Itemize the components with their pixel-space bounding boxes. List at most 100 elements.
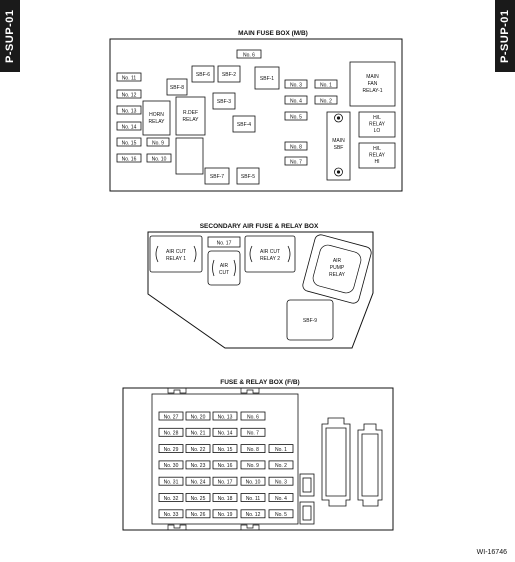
svg-text:SBF: SBF <box>334 145 344 151</box>
fuse-4: No. 4 <box>268 493 294 502</box>
svg-text:No. 2: No. 2 <box>275 463 287 469</box>
svg-text:CUT: CUT <box>219 270 229 276</box>
svg-text:No. 10: No. 10 <box>152 156 167 162</box>
svg-text:No. 11: No. 11 <box>246 496 261 502</box>
svg-text:No. 29: No. 29 <box>164 447 179 453</box>
connector-tabs <box>167 388 260 530</box>
fuse-14: No. 14 <box>212 427 238 437</box>
fuse-sbf9: SBF-9 <box>286 299 334 341</box>
svg-text:No. 13: No. 13 <box>122 108 137 114</box>
svg-text:SBF-8: SBF-8 <box>170 85 184 91</box>
fuse-22: No. 22 <box>185 444 211 454</box>
svg-text:AIR CUT: AIR CUT <box>166 249 186 255</box>
rdef-relay: R.DEF RELAY <box>175 96 206 136</box>
svg-text:No. 19: No. 19 <box>218 512 233 518</box>
fuse-16: No. 16 <box>212 460 238 470</box>
fuse-13: No. 13 <box>212 411 238 421</box>
fuse-n2: No. 2 <box>314 95 338 105</box>
air-cut-fuse: AIR CUT <box>207 250 241 286</box>
svg-text:SBF-2: SBF-2 <box>222 72 236 78</box>
svg-text:HI: HI <box>375 159 380 165</box>
fuse-18: No. 18 <box>212 493 238 502</box>
fuse-11: No. 11 <box>240 493 266 502</box>
fuse-15: No. 15 <box>212 444 238 454</box>
fuse-19: No. 19 <box>212 509 238 519</box>
svg-text:No. 12: No. 12 <box>246 512 261 518</box>
fuse-30: No. 30 <box>158 460 184 470</box>
svg-text:No. 4: No. 4 <box>290 98 302 104</box>
svg-text:No. 22: No. 22 <box>191 447 206 453</box>
fuse-3: No. 3 <box>268 476 294 486</box>
svg-text:No. 1: No. 1 <box>275 447 287 453</box>
fuse-24: No. 24 <box>185 476 211 486</box>
fuse-sbf7: SBF-7 <box>204 167 230 185</box>
fuse-21: No. 21 <box>185 427 211 437</box>
svg-text:No. 28: No. 28 <box>164 431 179 437</box>
svg-text:No. 13: No. 13 <box>218 414 233 420</box>
svg-text:No. 11: No. 11 <box>122 75 137 81</box>
fuse-n1: No. 1 <box>314 79 338 89</box>
svg-text:No. 26: No. 26 <box>191 512 206 518</box>
svg-text:No. 9: No. 9 <box>247 463 259 469</box>
fuse-9: No. 9 <box>240 460 266 470</box>
fuse-2: No. 2 <box>268 460 294 470</box>
fuse-25: No. 25 <box>185 493 211 502</box>
svg-text:No. 6: No. 6 <box>243 52 255 58</box>
svg-text:No. 5: No. 5 <box>275 512 287 518</box>
svg-text:No. 3: No. 3 <box>290 82 302 88</box>
fuse-n13: No. 13 <box>116 105 142 115</box>
svg-text:No. 16: No. 16 <box>218 463 233 469</box>
svg-text:RELAY 2: RELAY 2 <box>260 256 280 262</box>
fuse-n15: No. 15 <box>116 137 142 147</box>
fuse-relay-box-title: FUSE & RELAY BOX (F/B) <box>220 379 299 386</box>
empty-relay-slot <box>175 137 204 175</box>
right-connectors <box>299 417 383 525</box>
svg-text:AIR: AIR <box>220 263 229 269</box>
svg-text:AIR CUT: AIR CUT <box>260 249 280 255</box>
fuse-17: No. 17 <box>212 476 238 486</box>
fuse-n6: No. 6 <box>236 49 262 59</box>
svg-text:SBF-9: SBF-9 <box>303 318 317 324</box>
fuse-28: No. 28 <box>158 427 184 437</box>
fuse-sbf1: SBF-1 <box>254 66 280 90</box>
fuse-n5: No. 5 <box>284 111 308 121</box>
svg-text:RELAY: RELAY <box>329 272 346 278</box>
secondary-box-title: SECONDARY AIR FUSE & RELAY BOX <box>200 223 319 230</box>
fuse-sbf4: SBF-4 <box>232 115 256 133</box>
svg-text:MAIN: MAIN <box>332 138 345 144</box>
fuse-n3: No. 3 <box>284 79 308 89</box>
fuse-5: No. 5 <box>268 509 294 519</box>
fuse-n8: No. 8 <box>284 141 308 151</box>
fuse-sbf3: SBF-3 <box>212 92 236 110</box>
svg-text:No. 9: No. 9 <box>152 140 164 146</box>
fuse-26: No. 26 <box>185 509 211 519</box>
svg-text:No. 16: No. 16 <box>122 156 137 162</box>
svg-text:No. 24: No. 24 <box>191 480 206 486</box>
fuse-8: No. 8 <box>240 444 266 454</box>
svg-text:No. 10: No. 10 <box>246 480 261 486</box>
svg-text:FAN: FAN <box>368 81 378 87</box>
fuse-33: No. 33 <box>158 509 184 519</box>
svg-text:No. 23: No. 23 <box>191 463 206 469</box>
hl-relay-hi: H/L RELAY HI <box>358 142 396 169</box>
svg-text:No. 30: No. 30 <box>164 463 179 469</box>
fuse-sbf5: SBF-5 <box>236 167 260 185</box>
fuse-23: No. 23 <box>185 460 211 470</box>
fuse-12: No. 12 <box>240 509 266 519</box>
svg-text:SBF-1: SBF-1 <box>260 76 274 82</box>
fuse-n12: No. 12 <box>116 89 142 99</box>
svg-text:H/L: H/L <box>373 115 381 121</box>
fuse-panel <box>151 393 299 525</box>
svg-text:No. 18: No. 18 <box>218 496 233 502</box>
svg-text:No. 12: No. 12 <box>122 92 137 98</box>
svg-text:No. 25: No. 25 <box>191 496 206 502</box>
fuse-relay-box <box>122 387 394 531</box>
svg-text:MAIN: MAIN <box>366 74 379 80</box>
air-cut-relay-1: AIR CUT RELAY 1 <box>149 235 203 273</box>
svg-text:R.DEF: R.DEF <box>183 110 198 116</box>
hl-relay-lo: H/L RELAY LO <box>358 111 396 138</box>
svg-text:RELAY 1: RELAY 1 <box>166 256 186 262</box>
svg-text:No. 27: No. 27 <box>164 414 179 420</box>
svg-text:No. 31: No. 31 <box>164 480 179 486</box>
svg-text:No. 20: No. 20 <box>191 414 206 420</box>
